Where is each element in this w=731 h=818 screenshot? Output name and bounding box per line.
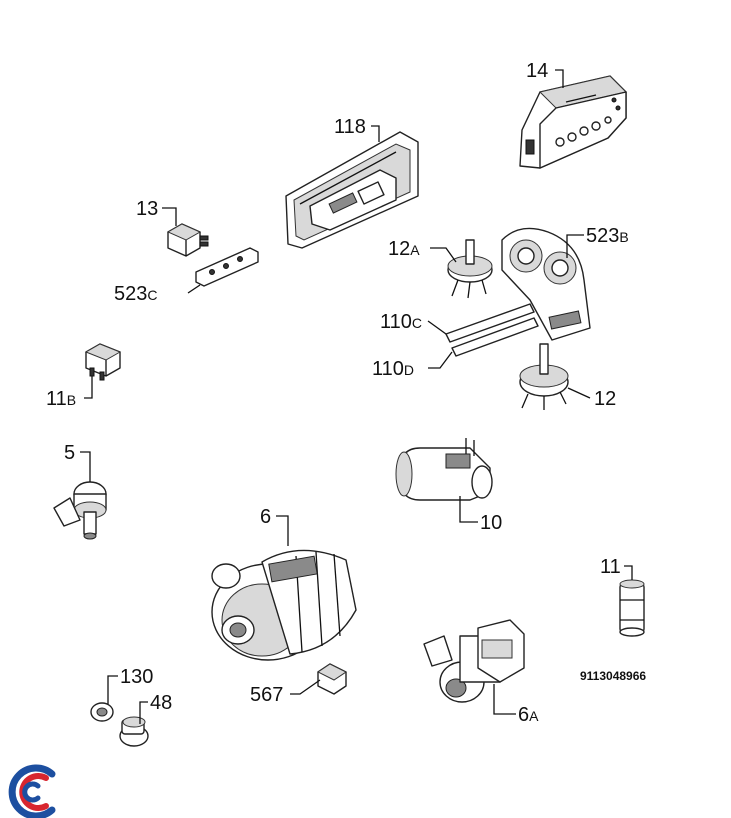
part-110c-hose[interactable] xyxy=(445,303,535,343)
part-6-circulation-pump[interactable] xyxy=(211,549,357,661)
part-130-seal[interactable] xyxy=(90,702,114,722)
label-14: 14 xyxy=(526,60,548,82)
part-567-clip[interactable] xyxy=(317,663,347,695)
label-13: 13 xyxy=(136,198,158,220)
label-10: 10 xyxy=(480,512,502,534)
label-110c: 110C xyxy=(380,311,422,333)
part-13-switch[interactable] xyxy=(166,223,209,257)
part-14-control-module[interactable] xyxy=(519,75,627,169)
label-5: 5 xyxy=(64,442,75,464)
label-118: 118 xyxy=(334,116,366,138)
label-523c: 523C xyxy=(114,283,158,305)
part-5-inlet-valve[interactable] xyxy=(53,481,107,540)
leader-lines xyxy=(80,69,633,724)
part-48-plug[interactable] xyxy=(119,716,149,747)
label-48: 48 xyxy=(150,692,172,714)
part-118-dispenser[interactable] xyxy=(285,131,419,249)
label-11: 11 xyxy=(600,556,621,578)
label-130: 130 xyxy=(120,666,153,688)
label-110d: 110D xyxy=(372,358,414,380)
part-12a-pressure-switch[interactable] xyxy=(447,239,493,299)
part-11b-relay[interactable] xyxy=(84,343,122,381)
part-6a-drain-pump[interactable] xyxy=(423,619,525,703)
label-11b: 11B xyxy=(46,388,76,410)
part-10-heater[interactable] xyxy=(395,438,493,501)
label-12: 12 xyxy=(594,388,616,410)
label-6: 6 xyxy=(260,506,271,528)
part-523b-housing[interactable] xyxy=(501,227,591,341)
label-523b: 523B xyxy=(586,225,629,247)
label-6a: 6A xyxy=(518,704,539,726)
part-523c-bracket[interactable] xyxy=(195,247,259,287)
part-110d-hose[interactable] xyxy=(451,317,539,357)
brand-logo-icon xyxy=(8,764,56,818)
part-12-pressure-switch[interactable] xyxy=(519,343,569,410)
label-12a: 12A xyxy=(388,238,420,260)
part-11-capacitor[interactable] xyxy=(619,579,645,637)
diagram-code: 9113048966 xyxy=(580,669,646,683)
label-567: 567 xyxy=(250,684,283,706)
